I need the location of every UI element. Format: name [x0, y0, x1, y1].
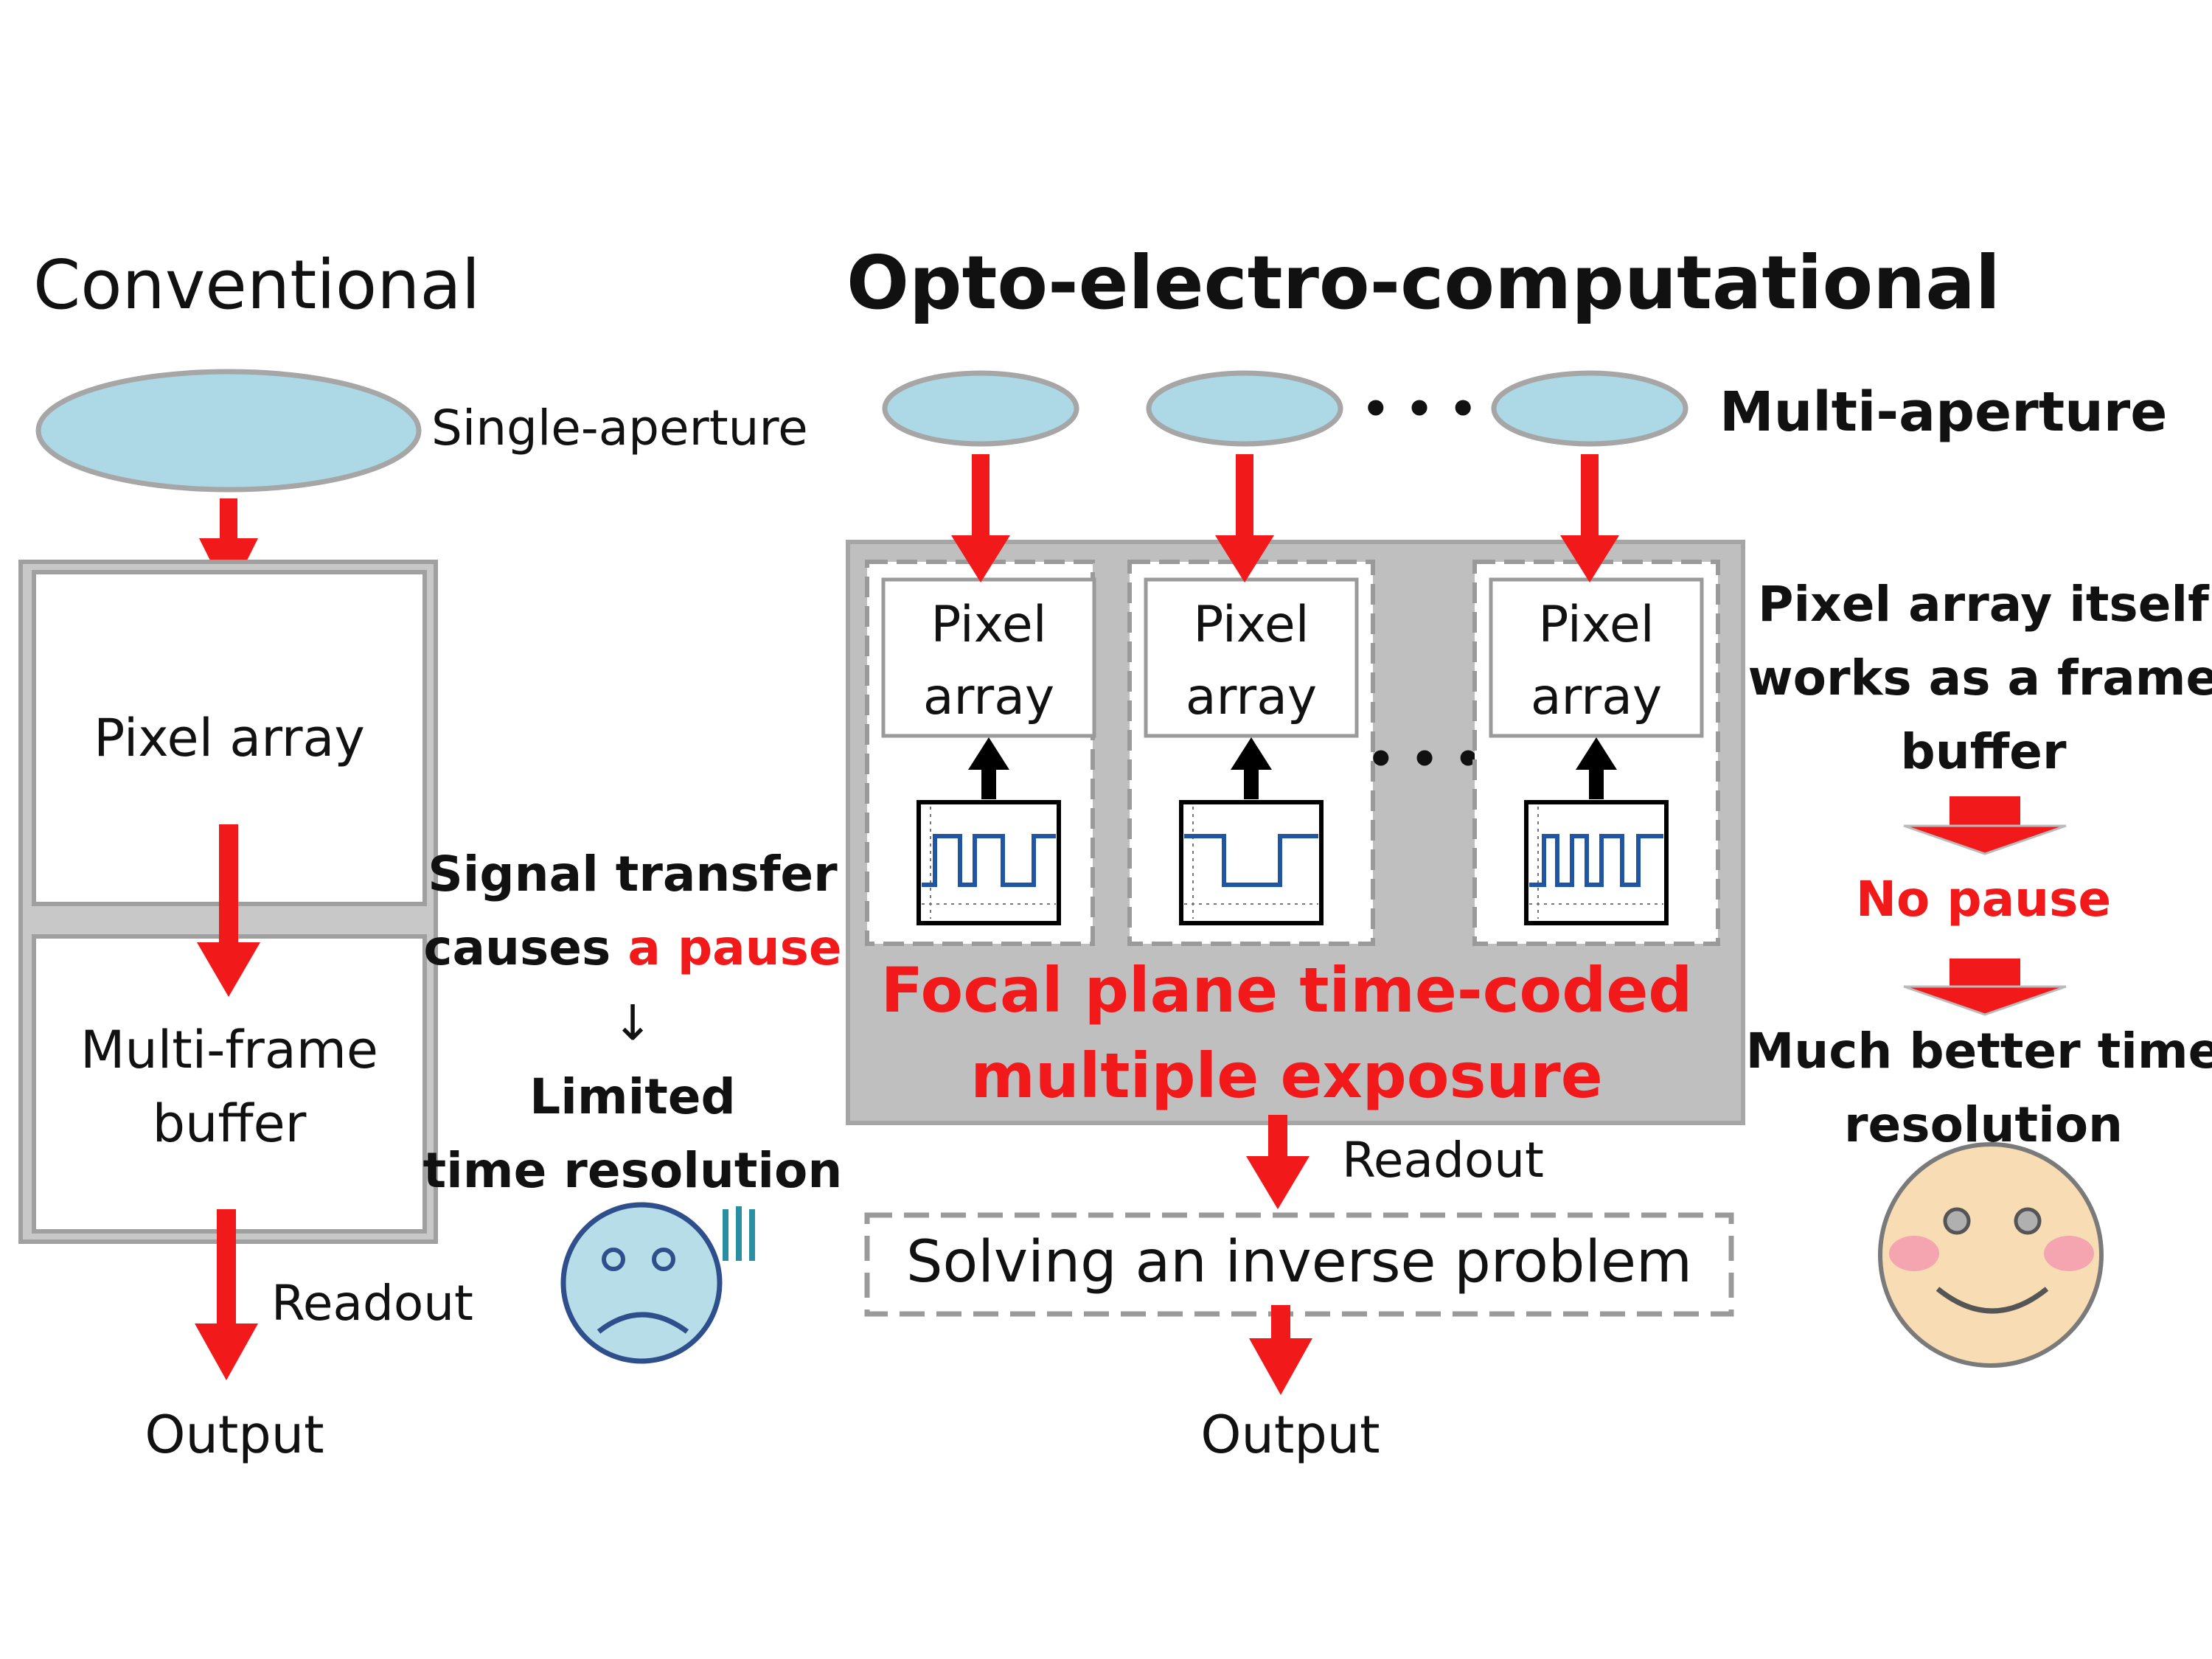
multi-aperture-label: Multi-aperture: [1719, 380, 2167, 444]
signal-transfer-prefix: causes: [423, 919, 627, 976]
arrow-pixel-array-to-buffer: [197, 824, 260, 997]
pixel-label-2a: Pixel: [1193, 596, 1309, 654]
arrow-aperture-1-to-sensor: [951, 454, 1010, 582]
limited-line: Limited: [529, 1068, 736, 1125]
side-note-line3: buffer: [1900, 723, 2066, 780]
single-aperture-lens: [35, 369, 422, 493]
time-code-plot-1: [917, 800, 1061, 925]
focal-plane-line2: multiple exposure: [970, 1040, 1602, 1112]
aperture-lens-3: [1491, 370, 1688, 447]
opto-title: Opto-electro-computational: [846, 240, 2000, 326]
left-output-label: Output: [145, 1405, 324, 1465]
aperture-lens-1: [882, 370, 1079, 447]
a-pause-highlight: a pause: [627, 919, 841, 976]
time-code-plot-3: [1524, 800, 1669, 925]
inverse-problem-box: [864, 1212, 1734, 1317]
up-arrow-1: [968, 737, 1009, 799]
pixel-array-label: Pixel array: [94, 708, 365, 768]
pixel-label-2b: array: [1186, 668, 1317, 726]
arrow-panel-to-inverse-problem: [1246, 1115, 1310, 1209]
buffer-label-line2: buffer: [153, 1093, 307, 1154]
right-output-label: Output: [1200, 1405, 1380, 1465]
inverse-problem-label: Solving an inverse problem: [906, 1229, 1692, 1295]
aperture-lens-2: [1146, 370, 1343, 447]
side-note-line4: Much better time: [1746, 1023, 2212, 1079]
conventional-title: Conventional: [33, 246, 480, 324]
left-readout-label: Readout: [271, 1275, 473, 1332]
sad-face-icon: [560, 1202, 755, 1364]
no-pause-label: No pause: [1856, 871, 2111, 928]
pixel-label-1a: Pixel: [931, 596, 1046, 654]
smiley-face-icon: [1878, 1142, 2104, 1368]
up-arrow-3: [1576, 737, 1617, 799]
time-resolution-line: time resolution: [423, 1142, 843, 1199]
sensor-ellipsis: • • •: [1367, 734, 1483, 785]
pixel-label-3b: array: [1531, 668, 1662, 726]
signal-transfer-line1: Signal transfer: [428, 846, 838, 902]
pixel-label-3a: Pixel: [1538, 596, 1654, 654]
up-arrow-2: [1231, 737, 1272, 799]
pixel-label-1b: array: [923, 668, 1054, 726]
single-aperture-label: Single-aperture: [431, 400, 808, 456]
right-readout-label: Readout: [1342, 1132, 1544, 1189]
aperture-ellipsis: • • •: [1362, 383, 1478, 435]
time-code-plot-2: [1179, 800, 1324, 925]
side-note-line2: works as a frame: [1748, 650, 2212, 706]
down-block-arrow-1: [1903, 796, 2067, 855]
down-block-arrow-2: [1903, 959, 2067, 1016]
side-note-line1: Pixel array itself: [1758, 576, 2210, 633]
down-arrow-glyph: ↓: [612, 995, 653, 1051]
arrow-aperture-3-to-sensor: [1560, 454, 1619, 582]
arrow-buffer-to-output: [195, 1209, 258, 1380]
arrow-inverse-to-output: [1249, 1305, 1312, 1395]
signal-transfer-line2: causes a pause: [423, 919, 841, 976]
buffer-label-line1: Multi-frame: [80, 1020, 378, 1080]
arrow-aperture-2-to-sensor: [1215, 454, 1274, 582]
focal-plane-line1: Focal plane time-coded: [881, 954, 1693, 1026]
